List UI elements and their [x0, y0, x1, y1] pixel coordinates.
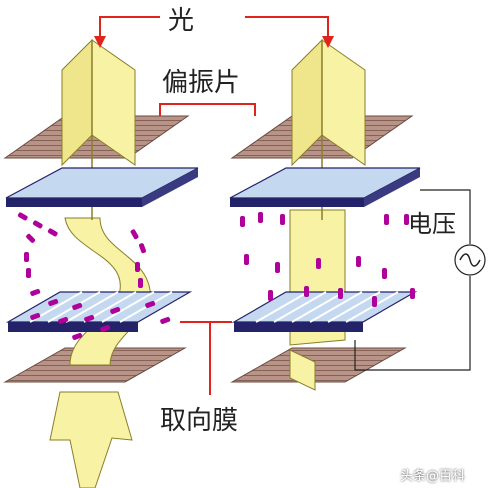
label-polarizer: 偏振片 — [162, 68, 241, 98]
right-stack — [229, 38, 421, 391]
right-blocked-light — [289, 349, 316, 391]
left-top-glass-plate — [5, 167, 199, 207]
left-bottom-alignment-plate — [5, 291, 193, 332]
right-bottom-polarizer — [230, 347, 407, 383]
left-liquid-crystal-molecules — [17, 212, 171, 340]
alignment-film-callout-bracket — [180, 321, 232, 395]
right-top-glass-plate — [229, 167, 421, 207]
light-callout-arrows — [99, 16, 329, 40]
watermark: 头条@百科 — [400, 469, 466, 484]
right-incoming-light — [291, 38, 366, 220]
label-light: 光 — [168, 6, 195, 36]
left-stack — [3, 38, 199, 488]
label-voltage: 电压 — [408, 210, 456, 238]
right-liquid-crystal-molecules — [240, 212, 415, 307]
polarizer-callout-bracket — [159, 103, 256, 116]
label-alignment-film: 取向膜 — [160, 406, 239, 436]
voltage-circuit — [354, 189, 486, 371]
right-bottom-alignment-plate — [231, 291, 418, 332]
left-outgoing-arrow — [49, 391, 133, 488]
